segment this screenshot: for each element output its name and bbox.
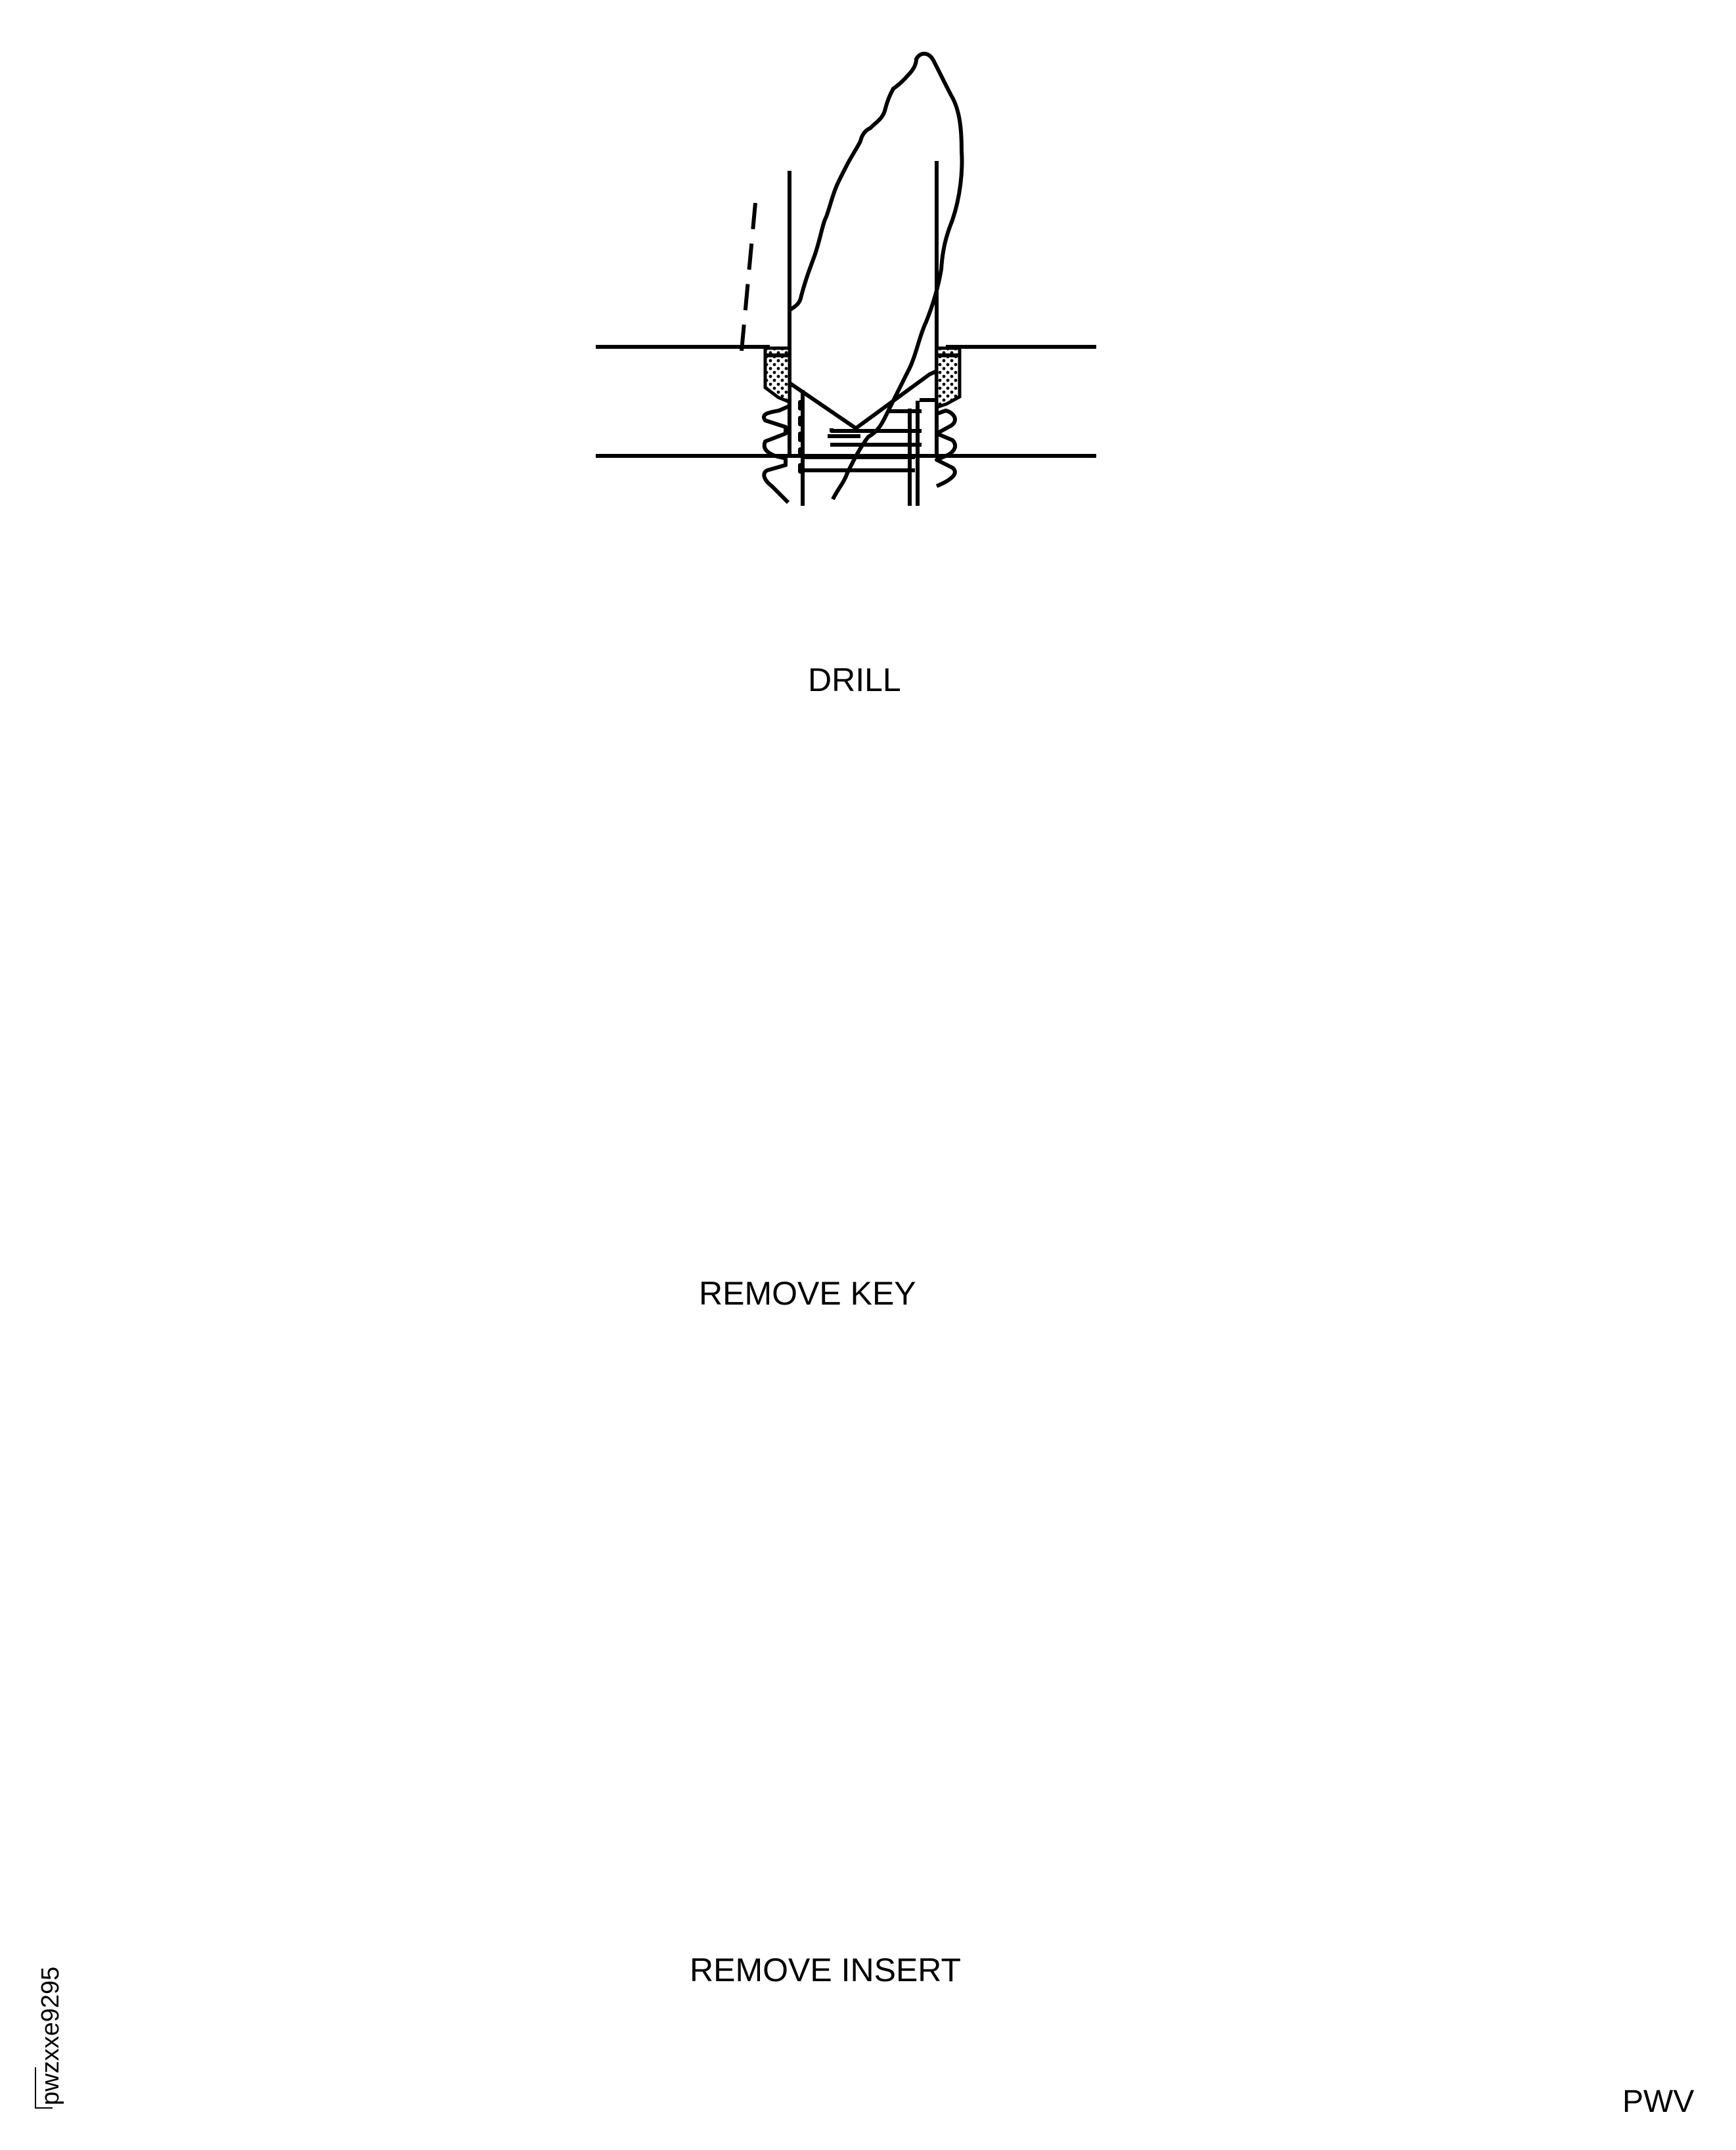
remove-insert-label: REMOVE INSERT [690, 1952, 962, 1988]
remove-key-label: REMOVE KEY [699, 1275, 916, 1312]
insert-collar-right [935, 346, 962, 410]
drill-flute [788, 51, 964, 501]
drill-center-dashed [739, 202, 757, 359]
insert-collar-left [763, 346, 791, 405]
figure-code-bracket [35, 2067, 53, 2109]
drill-tip [788, 369, 938, 430]
thread-right [935, 409, 958, 488]
thread-left [762, 404, 791, 504]
figure-code: pwzxxe9295 [37, 1966, 64, 2105]
drill-label: DRILL [808, 661, 901, 698]
drill-panel [596, 51, 1096, 506]
corner-code: PWV [1622, 2084, 1695, 2119]
